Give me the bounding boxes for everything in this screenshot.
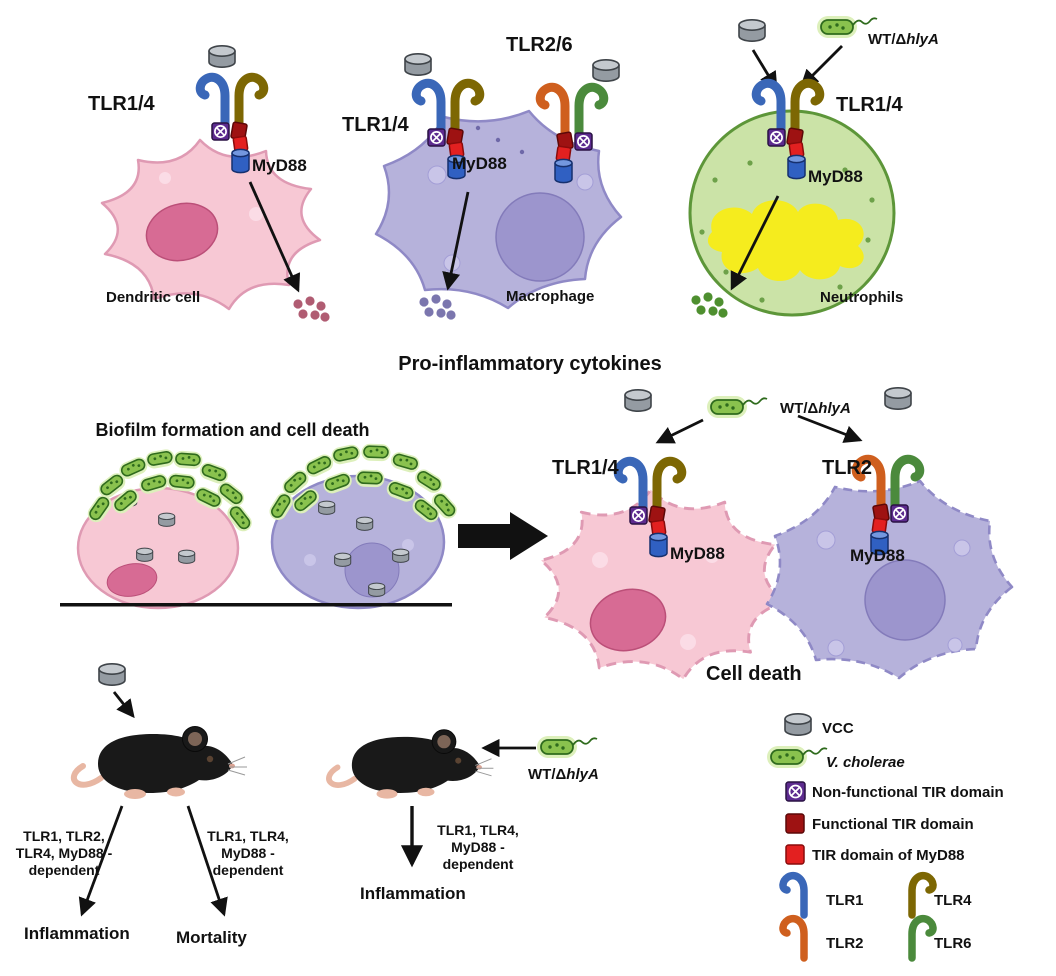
label-cell-death: Cell death — [706, 663, 802, 685]
vcc-icon — [208, 44, 236, 68]
label-myd88-macrophage: MyD88 — [452, 154, 507, 173]
vcc-icon — [738, 18, 766, 43]
cytokines-macrophage — [419, 294, 456, 320]
arrow-neutrophil-cytokines — [730, 195, 780, 291]
legend-label-tlr1: TLR1 — [826, 892, 864, 909]
vcc-icon — [98, 662, 126, 687]
legend-functional-tir-icon — [785, 813, 805, 834]
transition-arrow — [458, 512, 548, 560]
label-tlr14-dendritic: TLR1/4 — [88, 93, 155, 115]
vcc-icon — [624, 388, 652, 413]
label-pathway-vcc-mortality: TLR1, TLR4, MyD88 - dependent — [207, 828, 289, 879]
label-myd88-neutrophil: MyD88 — [808, 167, 863, 186]
legend-label-nonfunctional-tir: Non-functional TIR domain — [812, 784, 1004, 801]
label-tlr26-macrophage: TLR2/6 — [506, 34, 573, 56]
legend-label-tir-myd88: TIR domain of MyD88 — [812, 847, 965, 864]
legend-label-vcc: VCC — [822, 720, 854, 737]
arrow-mouse1-inflammation — [78, 805, 124, 917]
legend-tlr2-icon — [783, 919, 804, 958]
vcc-icon — [592, 58, 620, 82]
label-myd88-celldeath-pink: MyD88 — [670, 544, 725, 563]
label-mortality: Mortality — [176, 928, 247, 947]
arrow-bacterium-pinkcell — [655, 418, 704, 444]
legend-tlr1-icon — [783, 876, 804, 915]
label-tlr14-macrophage: TLR1/4 — [342, 114, 409, 136]
label-macrophage: Macrophage — [506, 288, 595, 305]
arrow-vcc-mouse1 — [112, 691, 135, 719]
legend-vcholerae-icon — [766, 745, 828, 769]
wt-italic: hlyA — [906, 31, 939, 48]
surface-line — [60, 603, 452, 607]
label-biofilm-title: Biofilm formation and cell death — [95, 420, 370, 440]
legend-label-vcholerae: V. cholerae — [826, 754, 905, 771]
arrow-dendritic-cytokines — [248, 181, 301, 293]
arrow-mouse1-mortality — [186, 805, 228, 917]
label-wt-hlya-celldeath: WT/ΔhlyA — [780, 400, 890, 418]
legend-label-tlr6: TLR6 — [934, 935, 972, 952]
legend-vcc-icon — [784, 712, 812, 737]
mouse-vcc — [74, 727, 247, 800]
dendritic-cell — [100, 138, 322, 311]
cytokines-neutrophil — [691, 292, 728, 318]
dendritic-nucleus — [145, 202, 219, 262]
cytokines-dendritic — [293, 296, 330, 322]
legend-icons — [766, 712, 933, 958]
macrophage-cell — [374, 109, 623, 310]
label-dendritic-cell: Dendritic cell — [106, 289, 201, 306]
legend-tlr6-icon — [912, 919, 933, 958]
cell-death-purple — [765, 479, 1014, 680]
arrow-bacterium-neutrophil — [800, 45, 843, 88]
label-tlr14-celldeath: TLR1/4 — [552, 457, 619, 479]
label-pathway-vcc-inflammation: TLR1, TLR2, TLR4, MyD88 - dependent — [15, 828, 113, 879]
arrow-vcc-neutrophil — [751, 49, 778, 91]
label-neutrophils: Neutrophils — [820, 289, 904, 306]
legend-tir-myd88-icon — [785, 844, 805, 865]
wt-prefix: WT/Δ — [868, 31, 907, 48]
vcholerae-icon — [706, 395, 768, 419]
label-pro-inflammatory: Pro-inflammatory cytokines — [398, 353, 662, 375]
wt-prefix: WT/Δ — [780, 400, 819, 417]
wt-prefix: WT/Δ — [528, 766, 567, 783]
legend-tlr4-icon — [912, 876, 933, 915]
arrow-macrophage-cytokines — [442, 191, 470, 291]
vcholerae-icon — [536, 735, 598, 759]
macrophage-nucleus — [495, 192, 585, 282]
arrow-bacterium-purplecell — [797, 414, 863, 443]
legend-label-tlr2: TLR2 — [826, 935, 864, 952]
biofilm-group — [60, 442, 462, 610]
label-pathway-wt-inflammation: TLR1, TLR4, MyD88 - dependent — [437, 822, 519, 873]
label-tlr14-neutrophil: TLR1/4 — [836, 94, 903, 116]
wt-italic: hlyA — [818, 400, 851, 417]
vcc-icon — [404, 52, 432, 76]
cell-death-pink — [539, 488, 787, 681]
mouse-wt — [329, 730, 493, 799]
label-myd88-celldeath-purple: MyD88 — [850, 546, 905, 565]
label-wt-hlya-neutrophil: WT/ΔhlyA — [868, 31, 978, 49]
label-inflammation-2: Inflammation — [360, 884, 466, 903]
legend-label-tlr4: TLR4 — [934, 892, 972, 909]
wt-italic: hlyA — [566, 766, 599, 783]
label-tlr2-celldeath: TLR2 — [822, 457, 872, 479]
label-wt-hlya-mouse: WT/ΔhlyA — [528, 766, 638, 784]
legend-label-functional-tir: Functional TIR domain — [812, 816, 974, 833]
label-myd88-dendritic: MyD88 — [252, 156, 307, 175]
label-inflammation-1: Inflammation — [24, 924, 130, 943]
